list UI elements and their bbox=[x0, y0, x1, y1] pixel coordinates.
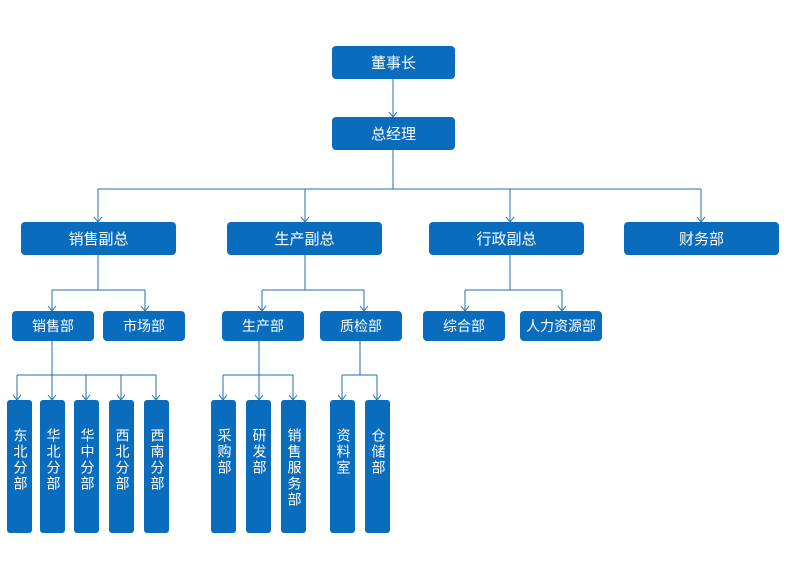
node-chairman: 董事长 bbox=[332, 46, 455, 79]
node-label: 生产副总 bbox=[274, 230, 335, 248]
node-label: 华中分部 bbox=[78, 428, 95, 492]
node-northeast-branch: 东北分部 bbox=[7, 400, 32, 533]
node-label: 质检部 bbox=[340, 319, 382, 335]
node-archives-room: 资料室 bbox=[330, 400, 355, 533]
node-label: 总经理 bbox=[370, 125, 416, 143]
node-general-manager: 总经理 bbox=[332, 117, 455, 150]
node-southwest-branch: 西南分部 bbox=[144, 400, 169, 533]
node-finance-dept: 财务部 bbox=[624, 222, 779, 255]
node-label: 西北分部 bbox=[113, 428, 130, 492]
node-label: 人力资源部 bbox=[526, 319, 596, 335]
node-label: 研发部 bbox=[250, 428, 267, 476]
node-label: 财务部 bbox=[678, 230, 724, 248]
node-label: 销售副总 bbox=[68, 230, 129, 248]
node-production-vp: 生产副总 bbox=[227, 222, 382, 255]
node-label: 综合部 bbox=[443, 319, 485, 335]
node-northwest-branch: 西北分部 bbox=[109, 400, 134, 533]
node-label: 市场部 bbox=[123, 319, 165, 335]
node-sales-vp: 销售副总 bbox=[21, 222, 176, 255]
node-central-branch: 华中分部 bbox=[74, 400, 99, 533]
node-label: 仓储部 bbox=[369, 428, 386, 476]
node-label: 资料室 bbox=[334, 428, 351, 476]
node-warehouse-dept: 仓储部 bbox=[365, 400, 390, 533]
node-label: 销售部 bbox=[32, 319, 74, 335]
node-hr-dept: 人力资源部 bbox=[520, 311, 602, 341]
node-label: 东北分部 bbox=[11, 428, 28, 492]
node-qc-dept: 质检部 bbox=[320, 311, 402, 341]
node-production-dept: 生产部 bbox=[222, 311, 304, 341]
node-admin-vp: 行政副总 bbox=[429, 222, 584, 255]
node-label: 董事长 bbox=[370, 54, 416, 72]
node-purchasing-dept: 采购部 bbox=[211, 400, 236, 533]
node-sales-dept: 销售部 bbox=[12, 311, 94, 341]
node-rnd-dept: 研发部 bbox=[246, 400, 271, 533]
node-market-dept: 市场部 bbox=[103, 311, 185, 341]
node-label: 采购部 bbox=[215, 428, 232, 476]
node-north-branch: 华北分部 bbox=[40, 400, 65, 533]
node-label: 生产部 bbox=[242, 319, 284, 335]
node-label: 华北分部 bbox=[44, 428, 61, 492]
node-sales-service-dept: 销售服务部 bbox=[281, 400, 306, 533]
node-label: 行政副总 bbox=[476, 230, 537, 248]
node-label: 西南分部 bbox=[148, 428, 165, 492]
node-label: 销售服务部 bbox=[285, 428, 302, 508]
node-general-dept: 综合部 bbox=[423, 311, 505, 341]
